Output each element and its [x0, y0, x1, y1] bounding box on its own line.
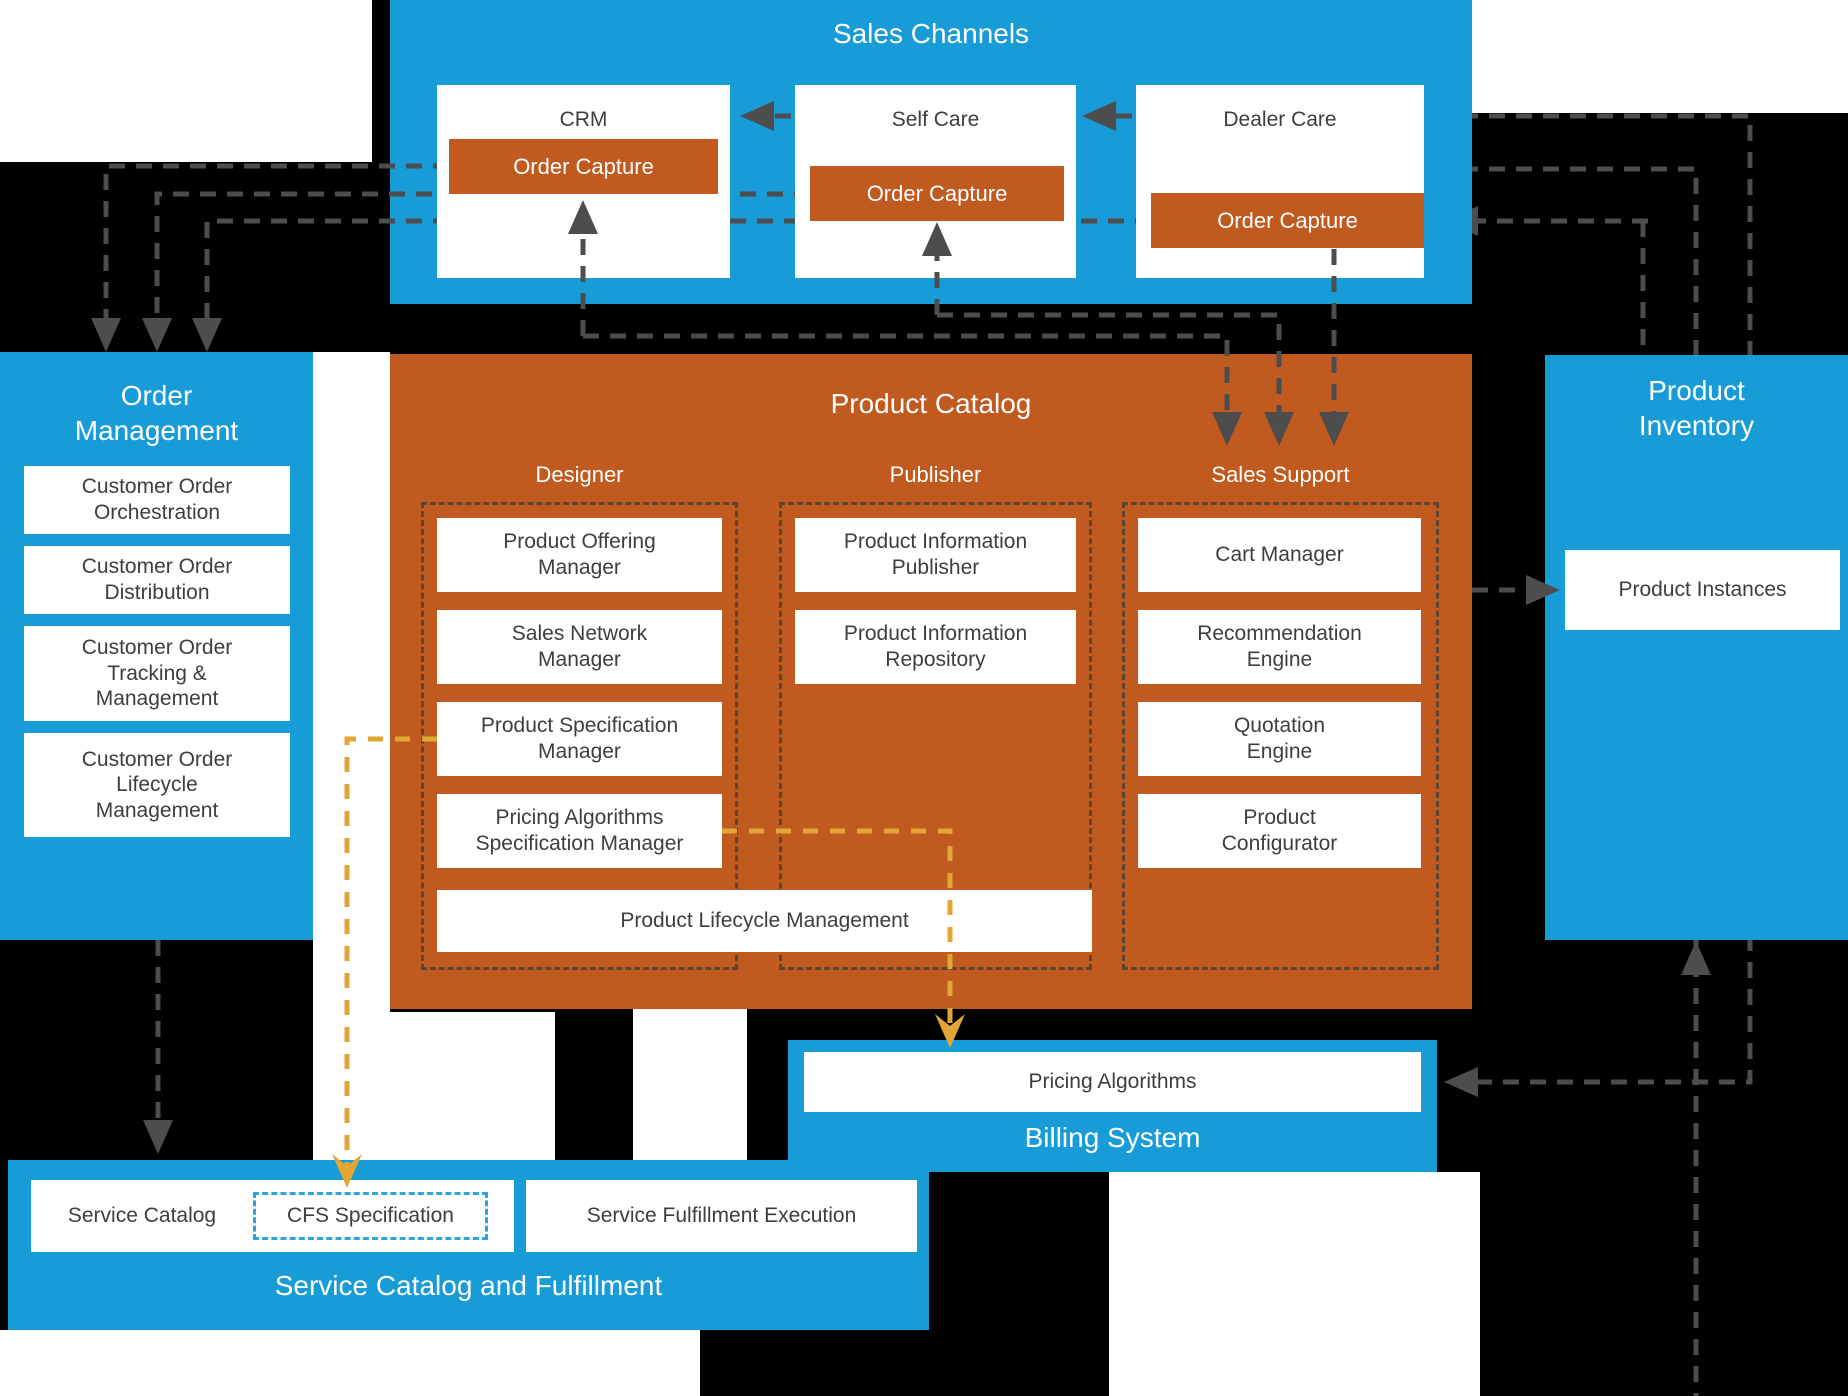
publisher-header: Publisher [889, 462, 982, 487]
arrow-into-scf [143, 1120, 173, 1154]
dealer-care-box: Dealer Care [1136, 85, 1424, 278]
cfs-specification-box: CFS Specification [253, 1192, 488, 1240]
pc-item-product-specification-manager: Product Specification Manager [437, 702, 722, 776]
bg-white-mid-strip [313, 352, 390, 1012]
arrow-into-om-1 [91, 318, 121, 352]
bg-white-top-right [1472, 0, 1848, 113]
arrow-up-into-inventory [1681, 941, 1711, 975]
pc-item-cart-manager: Cart Manager [1138, 518, 1421, 592]
pc-item-pricing-algorithms-spec-manager: Pricing Algorithms Specification Manager [437, 794, 722, 868]
sales-support-header: Sales Support [1211, 462, 1350, 487]
crm-order-capture: Order Capture [449, 139, 718, 194]
self-care-label: Self Care [891, 108, 980, 131]
pc-item-product-information-publisher: Product Information Publisher [795, 518, 1076, 592]
pc-item-sales-network-manager: Sales Network Manager [437, 610, 722, 684]
dealer-care-label: Dealer Care [1223, 108, 1337, 131]
designer-header: Designer [535, 462, 624, 487]
arrow-into-billing [1444, 1067, 1478, 1097]
crm-label: CRM [559, 108, 608, 131]
product-catalog-title: Product Catalog [830, 388, 1032, 419]
service-fulfillment-title: Service Catalog and Fulfillment [274, 1270, 663, 1301]
bg-white-mid-bottom [633, 1009, 747, 1160]
pc-item-product-lifecycle-management: Product Lifecycle Management [437, 890, 1092, 952]
product-instances-box: Product Instances [1565, 550, 1840, 630]
arrow-into-om-3 [192, 318, 222, 352]
product-inventory-title: Product Inventory [1638, 375, 1755, 441]
designer-group-box [421, 502, 738, 970]
service-catalog-label: Service Catalog [67, 1204, 217, 1228]
om-item-distribution: Customer Order Distribution [24, 546, 290, 614]
bg-white-bottom-left [0, 1330, 700, 1396]
pc-item-recommendation-engine: Recommendation Engine [1138, 610, 1421, 684]
pc-item-quotation-engine: Quotation Engine [1138, 702, 1421, 776]
bg-white-bottom-right [1109, 1172, 1480, 1396]
bg-white-top-left [0, 0, 372, 162]
sales-channels-title: Sales Channels [832, 18, 1030, 49]
om-item-orchestration: Customer Order Orchestration [24, 466, 290, 534]
product-inventory-panel: Product Inventory [1545, 355, 1848, 940]
billing-system-title: Billing System [1024, 1122, 1201, 1153]
pricing-algorithms-box: Pricing Algorithms [804, 1052, 1421, 1112]
pc-item-product-offering-manager: Product Offering Manager [437, 518, 722, 592]
service-fulfillment-execution-box: Service Fulfillment Execution [526, 1180, 917, 1252]
order-management-title: Order Management [74, 380, 239, 446]
bg-white-lower-left [313, 1012, 555, 1160]
om-item-tracking: Customer Order Tracking & Management [24, 626, 290, 721]
arrow-into-om-2 [142, 318, 172, 352]
pc-item-product-configurator: Product Configurator [1138, 794, 1421, 868]
dealer-care-order-capture: Order Capture [1151, 193, 1424, 248]
pc-item-product-information-repository: Product Information Repository [795, 610, 1076, 684]
self-care-order-capture: Order Capture [810, 166, 1064, 221]
sales-support-group-box [1122, 502, 1439, 970]
om-item-lifecycle: Customer Order Lifecycle Management [24, 733, 290, 837]
